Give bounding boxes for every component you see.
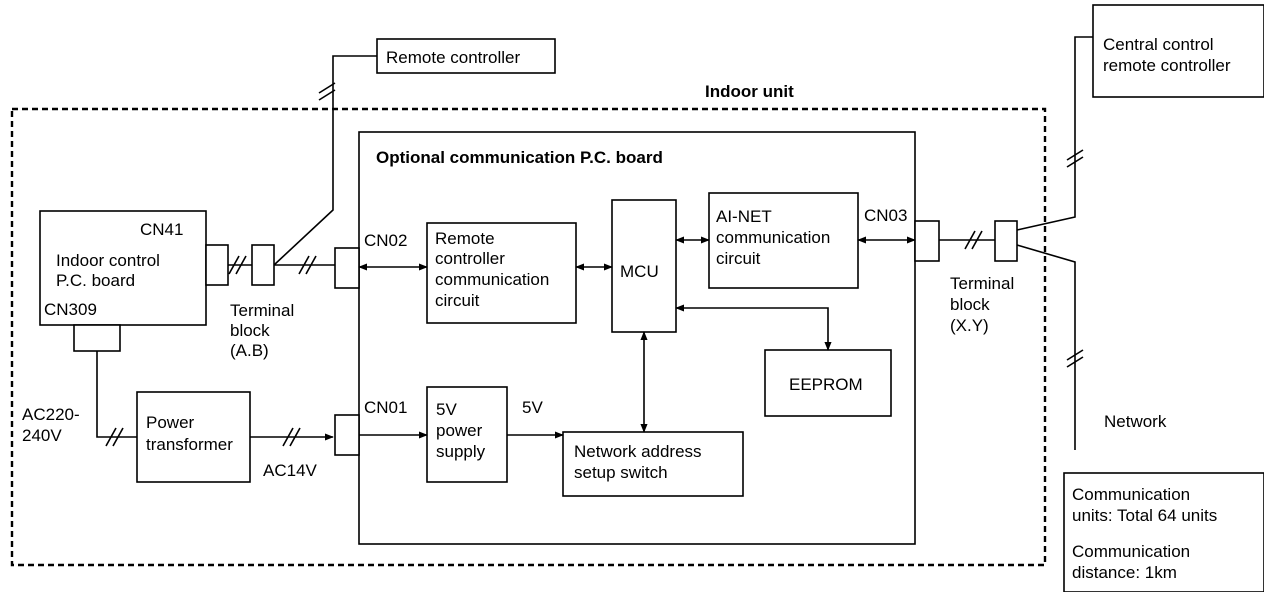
remote-comm-line4: circuit xyxy=(435,291,480,310)
indoor-pcb-line2: P.C. board xyxy=(56,271,135,290)
wire-to-remote-controller xyxy=(273,55,377,266)
remote-comm-line2: controller xyxy=(435,249,505,268)
terminal-xy-line2: block xyxy=(950,295,990,314)
ainet-circuit-box xyxy=(708,192,859,289)
mcu-label: MCU xyxy=(620,262,659,281)
eeprom-box xyxy=(764,349,892,417)
cn41-connector xyxy=(205,244,229,286)
terminal-ab-line2: block xyxy=(230,321,270,340)
ainet-line1: AI-NET xyxy=(716,207,772,226)
terminal-block-xy xyxy=(994,220,1018,262)
cn309-label: CN309 xyxy=(44,300,97,319)
power-supply-line1: 5V xyxy=(436,400,457,419)
remote-comm-line1: Remote xyxy=(435,229,495,248)
indoor-pcb-box xyxy=(39,210,207,326)
mains-line2: 240V xyxy=(22,426,62,445)
network-switch-line2: setup switch xyxy=(574,463,668,482)
indoor-unit-boundary xyxy=(10,107,1047,567)
mcu-box xyxy=(611,199,677,333)
cn01-connector xyxy=(334,414,360,456)
info-units-line1: Communication xyxy=(1072,485,1190,504)
ainet-line3: circuit xyxy=(716,249,761,268)
info-box xyxy=(1063,472,1264,592)
cn02-label: CN02 xyxy=(364,231,407,250)
cn02-connector xyxy=(334,247,360,289)
terminal-xy-line3: (X.Y) xyxy=(950,316,989,335)
eeprom-label: EEPROM xyxy=(789,375,863,394)
network-label: Network xyxy=(1104,412,1167,431)
wire-cn309-to-transformer xyxy=(96,351,137,438)
power-supply-line3: supply xyxy=(436,442,486,461)
cn01-label: CN01 xyxy=(364,398,407,417)
terminal-block-ab xyxy=(251,244,275,286)
mains-line1: AC220- xyxy=(22,405,80,424)
cn03-label: CN03 xyxy=(864,206,907,225)
power-transformer-line1: Power xyxy=(146,413,195,432)
remote-controller-box xyxy=(376,38,556,74)
info-distance-line1: Communication xyxy=(1072,542,1190,561)
remote-controller-label: Remote controller xyxy=(386,48,521,67)
terminal-ab-line1: Terminal xyxy=(230,301,294,320)
indoor-pcb-line1: Indoor control xyxy=(56,251,160,270)
terminal-xy-line1: Terminal xyxy=(950,274,1014,293)
indoor-unit-title: Indoor unit xyxy=(705,82,794,101)
info-units-line2: units: Total 64 units xyxy=(1072,506,1217,525)
terminal-ab-line3: (A.B) xyxy=(230,341,269,360)
cn03-connector xyxy=(914,220,940,262)
network-switch-line1: Network address xyxy=(574,442,702,461)
wire-ticks xyxy=(105,82,1084,447)
ainet-line2: communication xyxy=(716,228,830,247)
optional-board-title: Optional communication P.C. board xyxy=(376,148,663,167)
cn41-label: CN41 xyxy=(140,220,183,239)
remote-comm-circuit-box xyxy=(426,222,577,324)
central-controller-box xyxy=(1092,4,1264,98)
wire-mcu-to-eeprom xyxy=(675,304,832,351)
remote-comm-line3: communication xyxy=(435,270,549,289)
wire-to-central-controller xyxy=(1016,36,1093,231)
info-distance-line2: distance: 1km xyxy=(1072,563,1177,582)
wire-to-network xyxy=(1016,244,1076,450)
power-supply-line2: power xyxy=(436,421,483,440)
central-controller-line1: Central control xyxy=(1103,35,1214,54)
power-transformer-line2: transformer xyxy=(146,435,233,454)
ac14v-label: AC14V xyxy=(263,461,318,480)
central-controller-line2: remote controller xyxy=(1103,56,1231,75)
cn309-connector xyxy=(73,324,121,352)
five-volt-label: 5V xyxy=(522,398,543,417)
network-switch-box xyxy=(562,431,744,497)
